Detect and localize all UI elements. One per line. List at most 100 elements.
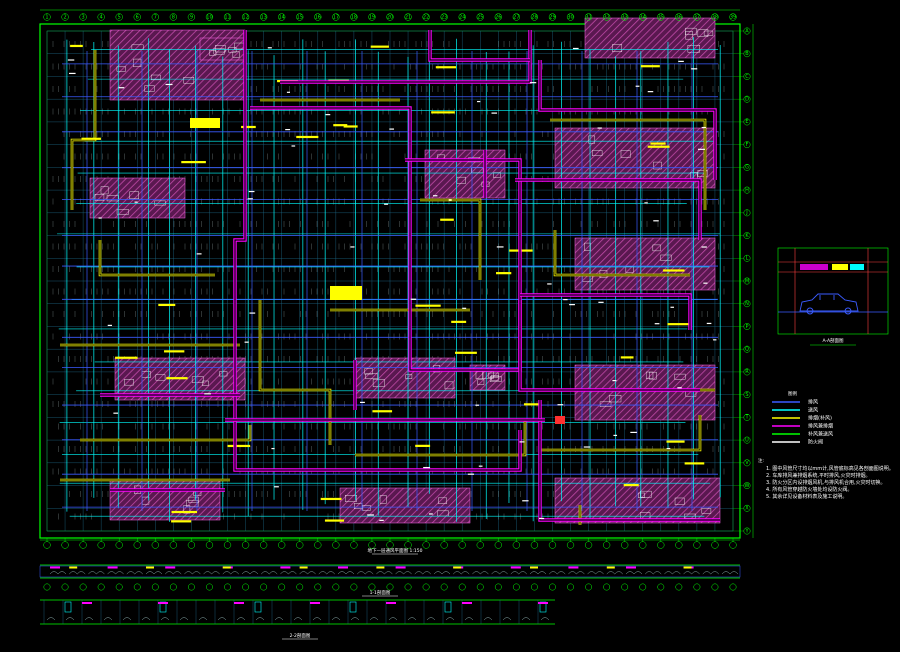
section-car-mark <box>65 617 75 621</box>
axis-bubble-label: 5 <box>118 15 121 21</box>
axis-bubble <box>332 13 340 21</box>
annotation-mark <box>428 513 433 515</box>
annotation-mark <box>285 129 291 131</box>
axis-bubble <box>603 583 611 591</box>
combined-ducts <box>100 30 720 522</box>
axis-bubble <box>458 583 466 591</box>
axis-bubble-label: 31 <box>585 15 591 21</box>
axis-bubble-label: 3 <box>82 15 85 21</box>
section-car-mark <box>241 571 259 575</box>
smoke-grille <box>650 142 666 145</box>
equipment-box <box>697 29 709 37</box>
axis-bubble-label: 34 <box>640 15 646 21</box>
section-car-mark <box>203 571 220 575</box>
section-car-mark <box>126 571 143 575</box>
section-car-mark <box>198 617 208 621</box>
section-car-mark <box>606 571 623 575</box>
section-car-mark <box>625 571 643 575</box>
equipment-box <box>649 371 657 380</box>
annotation-mark <box>557 404 564 406</box>
axis-bubble <box>115 541 123 549</box>
axis-bubble <box>43 541 51 549</box>
annotation-mark <box>529 82 537 84</box>
design-notes: 注: 1. 图中风管尺寸均以mm计,风管底标高见各剖面图说明。2. 车库排风兼排… <box>758 457 894 500</box>
axis-bubble <box>223 13 232 21</box>
section-duct <box>299 566 308 569</box>
axis-bubble <box>241 541 250 549</box>
section-car-mark <box>141 617 151 621</box>
fan-equipment-tag <box>330 286 362 300</box>
axis-bubble <box>422 13 430 21</box>
axis-bubble <box>621 13 629 21</box>
axis-bubble-label: 2 <box>63 15 66 21</box>
section-car-mark <box>88 571 105 575</box>
annotation-mark <box>433 195 438 197</box>
combined-duct-core <box>520 294 691 330</box>
combined-duct <box>233 30 522 472</box>
equipment-box <box>116 209 129 215</box>
smoke-grille <box>666 440 685 443</box>
hatched-equipment-room <box>584 17 716 59</box>
axis-bubble <box>278 13 286 21</box>
axis-bubble <box>675 541 683 549</box>
note-line: 3. 防火分区内设排烟风机,与排风机合用,火灾时切换。 <box>766 479 886 486</box>
equipment-box <box>344 495 357 502</box>
combined-duct <box>515 178 702 240</box>
smoke-grille <box>166 377 188 380</box>
axis-bubble <box>115 583 123 591</box>
smoke-grille <box>181 161 206 164</box>
axis-bubble <box>567 583 574 591</box>
combined-duct <box>520 293 692 330</box>
axis-bubble-label: 18 <box>351 15 357 21</box>
combined-duct-core <box>234 30 521 471</box>
axis-bubble <box>512 583 520 591</box>
section-car-mark <box>103 617 113 621</box>
axis-bubble <box>585 583 593 591</box>
combined-duct-core <box>539 60 716 180</box>
axis-bubble-label: M <box>745 278 749 284</box>
axis-bubble-label: 13 <box>260 15 266 21</box>
equipment-box <box>703 30 714 36</box>
equipment-box <box>364 368 373 375</box>
equipment-box <box>100 186 109 195</box>
smoke-grille <box>415 304 441 307</box>
axis-bubble <box>458 13 466 21</box>
smoke-duct-core <box>80 425 251 441</box>
axis-bubble <box>621 583 629 591</box>
section-duct <box>462 602 472 604</box>
axis-bubble <box>79 13 87 21</box>
section-duct <box>107 566 118 569</box>
section2-caption: 2-2剖面图 <box>290 632 311 639</box>
axis-bubble <box>693 583 701 591</box>
equipment-box <box>186 500 199 507</box>
combined-duct-core <box>429 30 530 61</box>
section-car-mark <box>274 617 284 621</box>
axis-bubble <box>296 13 304 21</box>
axis-bubble <box>476 541 484 549</box>
legend-label: 排风 <box>808 399 818 406</box>
equipment-box <box>697 170 708 177</box>
section-car-mark <box>376 571 393 575</box>
axis-bubble <box>494 541 502 549</box>
equipment-box <box>201 380 209 386</box>
section-car-mark <box>318 571 335 575</box>
section-car-mark <box>407 617 417 621</box>
axis-bubble <box>729 541 737 549</box>
combined-duct-core <box>405 159 700 391</box>
axis-bubble <box>368 13 376 21</box>
annotation-mark <box>274 486 279 488</box>
annotation-mark <box>612 380 617 382</box>
annotation-mark <box>467 473 475 475</box>
annotation-mark <box>703 282 708 284</box>
axis-bubble <box>224 583 231 591</box>
axis-bubble <box>675 13 683 21</box>
annotation-mark <box>691 68 698 70</box>
smoke-grille <box>495 272 512 275</box>
annotation-mark <box>647 91 654 93</box>
smoke-grille <box>324 519 345 522</box>
smoke-duct-core <box>420 199 481 280</box>
section-car-mark <box>549 571 566 575</box>
axis-bubble <box>494 13 502 21</box>
section-duct <box>453 566 462 569</box>
annotation-mark <box>165 83 173 86</box>
